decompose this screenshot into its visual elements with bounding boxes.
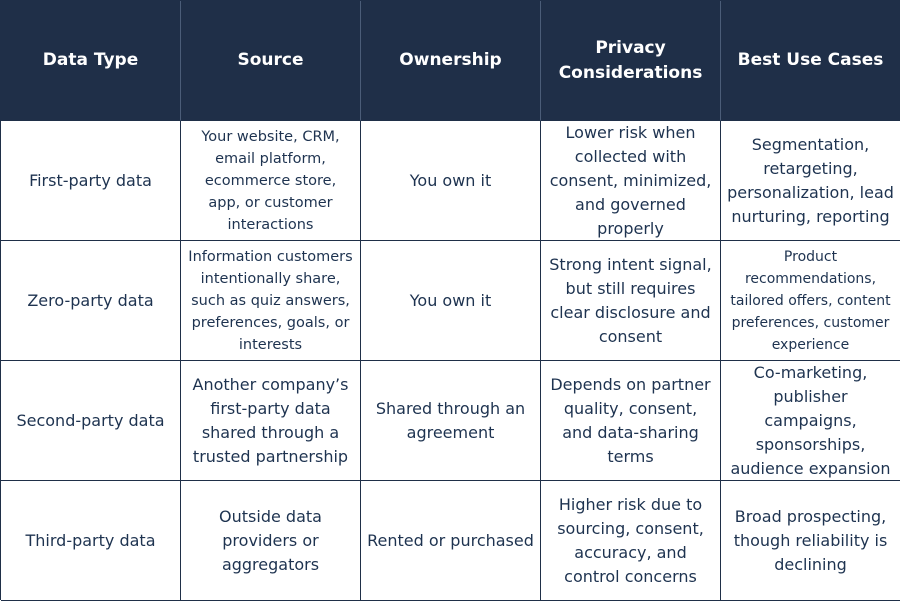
row-4-source: Outside data providers or aggregators (181, 481, 361, 601)
row-4-data-type: Third-party data (1, 481, 181, 601)
row-4-ownership: Rented or purchased (361, 481, 541, 601)
row-4-use-cases: Broad prospecting, though reliability is… (721, 481, 900, 601)
row-3-ownership: Shared through an agreement (361, 361, 541, 481)
row-1-data-type: First-party data (1, 121, 181, 241)
row-3-source: Another company’s first-party data share… (181, 361, 361, 481)
header-source: Source (181, 1, 361, 121)
row-2-privacy: Strong intent signal, but still requires… (541, 241, 721, 361)
row-4-privacy: Higher risk due to sourcing, consent, ac… (541, 481, 721, 601)
row-2-source: Information customers intentionally shar… (181, 241, 361, 361)
header-data-type: Data Type (1, 1, 181, 121)
row-2-data-type: Zero-party data (1, 241, 181, 361)
row-2-use-cases: Product recommendations, tailored offers… (721, 241, 900, 361)
row-3-use-cases: Co-marketing, publisher campaigns, spons… (721, 361, 900, 481)
row-2-ownership: You own it (361, 241, 541, 361)
row-1-privacy: Lower risk when collected with consent, … (541, 121, 721, 241)
row-3-privacy: Depends on partner quality, consent, and… (541, 361, 721, 481)
row-1-use-cases: Segmentation, retargeting, personalizati… (721, 121, 900, 241)
header-privacy-considerations: Privacy Considerations (541, 1, 721, 121)
row-3-data-type: Second-party data (1, 361, 181, 481)
header-best-use-cases: Best Use Cases (721, 1, 900, 121)
header-ownership: Ownership (361, 1, 541, 121)
row-1-source: Your website, CRM, email platform, ecomm… (181, 121, 361, 241)
row-1-ownership: You own it (361, 121, 541, 241)
